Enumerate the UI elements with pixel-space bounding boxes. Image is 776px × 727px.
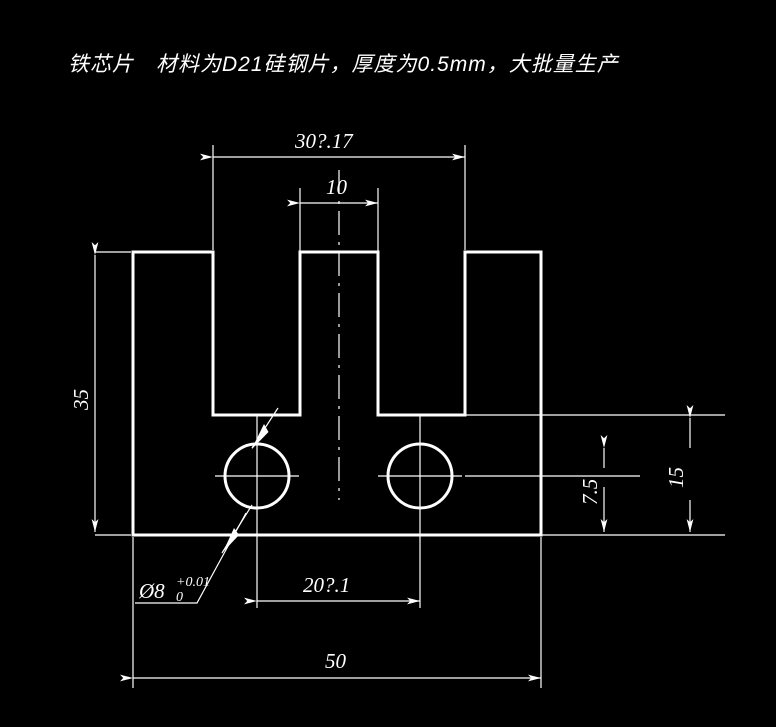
hole-spacing-dim-label: 20?.1 — [303, 573, 350, 597]
bottom-overall-dim-label: 50 — [325, 649, 347, 673]
base-height-right-dim-label: 7.5 — [578, 479, 602, 505]
drawing-title: 铁芯片 材料为D21硅钢片，厚度为0.5mm，大批量生产 — [68, 53, 620, 76]
hole-tolerance-lower-label: 0 — [176, 590, 183, 605]
height-left-dim-label: 35 — [69, 389, 93, 411]
slot-gap-dim-label: 10 — [326, 175, 348, 199]
part-outline — [131, 250, 543, 537]
hole-diameter-label: Ø8 — [138, 579, 165, 603]
hole-leader-arrow-upper — [251, 424, 269, 450]
hole-tolerance-upper-label: +0.01 — [176, 575, 210, 590]
top-overall-dim-label: 30?.17 — [294, 129, 354, 153]
hole-label-leader — [135, 512, 247, 604]
side-height-dim-label: 15 — [664, 467, 688, 488]
